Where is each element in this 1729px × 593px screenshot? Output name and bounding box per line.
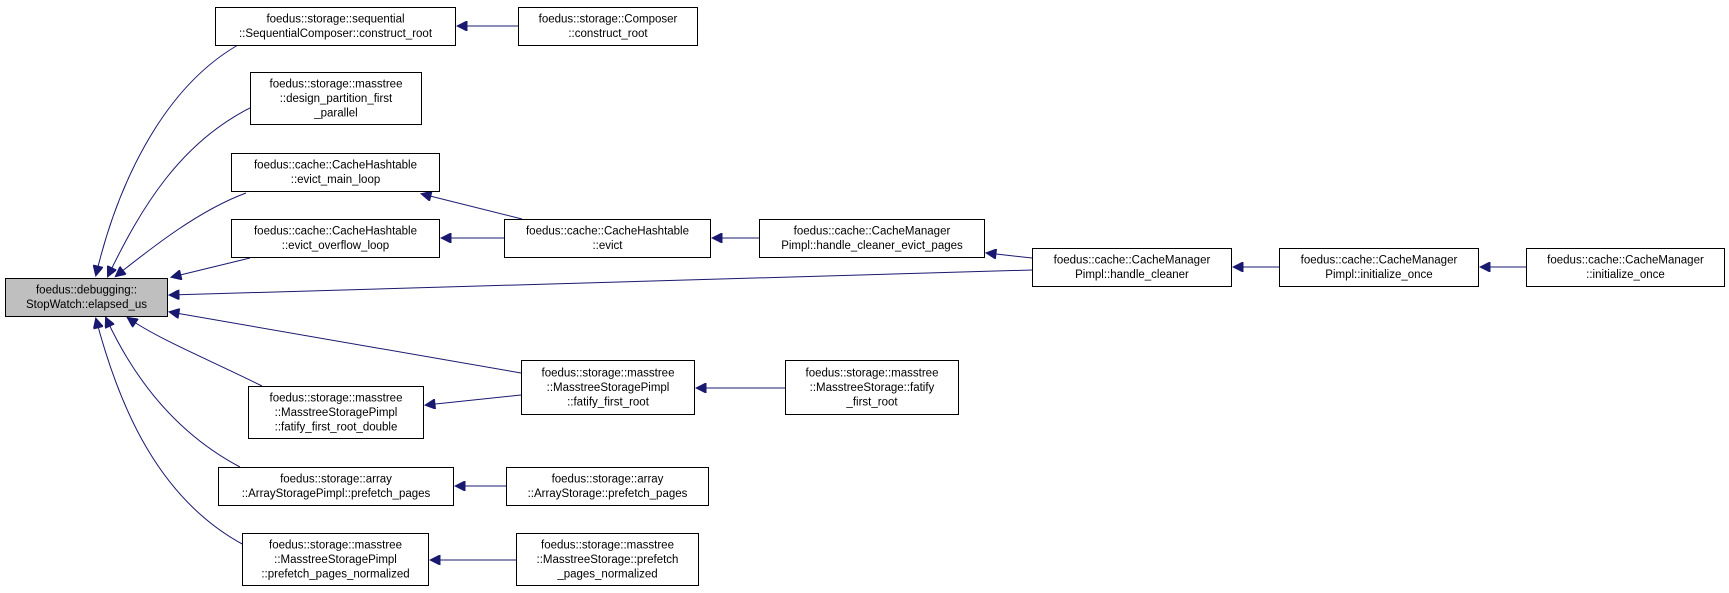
- node-label-line: ::construct_root: [568, 28, 648, 40]
- node-box: [248, 386, 424, 439]
- node-label-line: foedus::storage::masstree: [269, 539, 402, 551]
- edge-evict_main_loop-to-root: [116, 192, 247, 276]
- node-label-line: ::MasstreeStoragePimpl: [547, 382, 670, 394]
- edge-evict_overflow_loop-to-root: [172, 257, 251, 277]
- node-evict[interactable]: foedus::cache::CacheHashtable::evict: [504, 219, 711, 258]
- edges-layer: [96, 26, 1526, 560]
- node-label-line: foedus::storage::masstree: [270, 392, 403, 404]
- edge-seq_construct_root-to-root: [96, 44, 239, 275]
- node-label-line: _parallel: [313, 107, 357, 119]
- node-label-line: ::evict: [592, 240, 623, 252]
- node-label-line: foedus::cache::CacheManager: [1301, 255, 1458, 267]
- node-label-line: ::MasstreeStorage::prefetch: [537, 554, 679, 566]
- node-label-line: foedus::cache::CacheManager: [1054, 255, 1211, 267]
- node-label-line: ::ArrayStorage::prefetch_pages: [528, 488, 688, 500]
- node-label-line: ::fatify_first_root: [567, 396, 650, 408]
- node-handle-cleaner-evict-pages[interactable]: foedus::cache::CacheManagerPimpl::handle…: [759, 219, 985, 258]
- node-label-line: ::MasstreeStorage::fatify: [810, 382, 935, 394]
- node-handle-cleaner[interactable]: foedus::cache::CacheManagerPimpl::handle…: [1032, 248, 1232, 287]
- node-label-line: ::evict_main_loop: [291, 174, 381, 186]
- node-label-line: ::prefetch_pages_normalized: [261, 568, 409, 580]
- node-box: [518, 7, 698, 46]
- node-box: [1526, 248, 1725, 287]
- edge-array_pimpl_prefetch-to-root: [106, 318, 241, 468]
- node-label-line: foedus::storage::masstree: [542, 367, 675, 379]
- node-label-line: ::evict_overflow_loop: [282, 240, 389, 252]
- node-box: [250, 72, 422, 125]
- node-seq-construct-root[interactable]: foedus::storage::sequential::SequentialC…: [215, 7, 456, 46]
- edge-handle_cleaner-to-handle_cleaner_evict_pages: [987, 253, 1033, 258]
- node-label-line: foedus::storage::array: [552, 474, 664, 486]
- node-label-line: foedus::cache::CacheHashtable: [526, 226, 689, 238]
- node-label-line: foedus::cache::CacheHashtable: [254, 226, 417, 238]
- node-box: [506, 467, 709, 506]
- node-initialize-once[interactable]: foedus::cache::CacheManager::initialize_…: [1526, 248, 1725, 287]
- node-label-line: ::ArrayStoragePimpl::prefetch_pages: [242, 488, 431, 500]
- node-label-line: foedus::cache::CacheHashtable: [254, 160, 417, 172]
- node-box: [504, 219, 711, 258]
- node-fatify-first-root-double[interactable]: foedus::storage::masstree::MasstreeStora…: [248, 386, 424, 439]
- node-storage-prefetch-normalized[interactable]: foedus::storage::masstree::MasstreeStora…: [516, 533, 699, 586]
- node-label-line: foedus::storage::array: [280, 474, 392, 486]
- node-label-line: ::design_partition_first: [280, 93, 393, 105]
- node-box: [785, 360, 959, 415]
- node-evict-overflow-loop[interactable]: foedus::cache::CacheHashtable::evict_ove…: [231, 219, 440, 258]
- edge-evict-to-evict_main_loop: [422, 194, 523, 220]
- node-pimpl-initialize-once[interactable]: foedus::cache::CacheManagerPimpl::initia…: [1279, 248, 1479, 287]
- node-box: [231, 153, 440, 192]
- node-label-line: _pages_normalized: [556, 568, 657, 580]
- node-array-prefetch[interactable]: foedus::storage::array::ArrayStorage::pr…: [506, 467, 709, 506]
- node-label-line: foedus::storage::Composer: [539, 14, 678, 26]
- edge-fatify_first_root_double-to-root: [128, 318, 263, 387]
- node-label-line: foedus::cache::CacheManager: [794, 226, 951, 238]
- node-label-line: Pimpl::handle_cleaner_evict_pages: [781, 240, 963, 252]
- node-evict-main-loop[interactable]: foedus::cache::CacheHashtable::evict_mai…: [231, 153, 440, 192]
- node-label-line: foedus::storage::masstree: [541, 539, 674, 551]
- edge-pimpl_fatify_first_root-to-root: [170, 312, 522, 374]
- node-root[interactable]: foedus::debugging::StopWatch::elapsed_us: [5, 278, 168, 317]
- node-label-line: ::MasstreeStoragePimpl: [274, 554, 397, 566]
- node-label-line: ::MasstreeStoragePimpl: [275, 407, 398, 419]
- edge-handle_cleaner-to-root: [170, 269, 1033, 295]
- node-label-line: foedus::storage::masstree: [806, 367, 939, 379]
- edge-pimpl_prefetch_normalized-to-root: [96, 319, 245, 546]
- node-box: [759, 219, 985, 258]
- edge-design_partition-to-root: [108, 103, 259, 276]
- node-label-line: foedus::storage::masstree: [270, 78, 403, 90]
- nodes-layer: foedus::debugging::StopWatch::elapsed_us…: [5, 7, 1725, 586]
- node-storage-fatify-first-root[interactable]: foedus::storage::masstree::MasstreeStora…: [785, 360, 959, 415]
- node-array-pimpl-prefetch[interactable]: foedus::storage::array::ArrayStoragePimp…: [218, 467, 454, 506]
- node-label-line: Pimpl::handle_cleaner: [1075, 269, 1189, 281]
- node-box: [218, 467, 454, 506]
- node-box: [1032, 248, 1232, 287]
- node-label-line: _first_root: [845, 396, 898, 408]
- node-label-line: foedus::debugging::: [36, 285, 137, 297]
- node-box: [215, 7, 456, 46]
- node-label-line: Pimpl::initialize_once: [1325, 269, 1432, 281]
- node-composer-construct-root[interactable]: foedus::storage::Composer::construct_roo…: [518, 7, 698, 46]
- node-label-line: ::SequentialComposer::construct_root: [239, 28, 433, 40]
- node-label-line: ::initialize_once: [1586, 269, 1665, 281]
- edge-pimpl_fatify_first_root-to-fatify_first_root_double: [426, 394, 522, 405]
- node-label-line: foedus::storage::sequential: [266, 14, 404, 26]
- node-box: [231, 219, 440, 258]
- node-box: [1279, 248, 1479, 287]
- node-pimpl-prefetch-normalized[interactable]: foedus::storage::masstree::MasstreeStora…: [242, 533, 429, 586]
- node-box: [516, 533, 699, 586]
- node-label-line: ::fatify_first_root_double: [275, 421, 398, 433]
- node-label-line: StopWatch::elapsed_us: [26, 299, 147, 311]
- node-box: [5, 278, 168, 317]
- node-box: [521, 360, 695, 415]
- node-pimpl-fatify-first-root[interactable]: foedus::storage::masstree::MasstreeStora…: [521, 360, 695, 415]
- node-box: [242, 533, 429, 586]
- node-design-partition[interactable]: foedus::storage::masstree::design_partit…: [250, 72, 422, 125]
- node-label-line: foedus::cache::CacheManager: [1547, 255, 1704, 267]
